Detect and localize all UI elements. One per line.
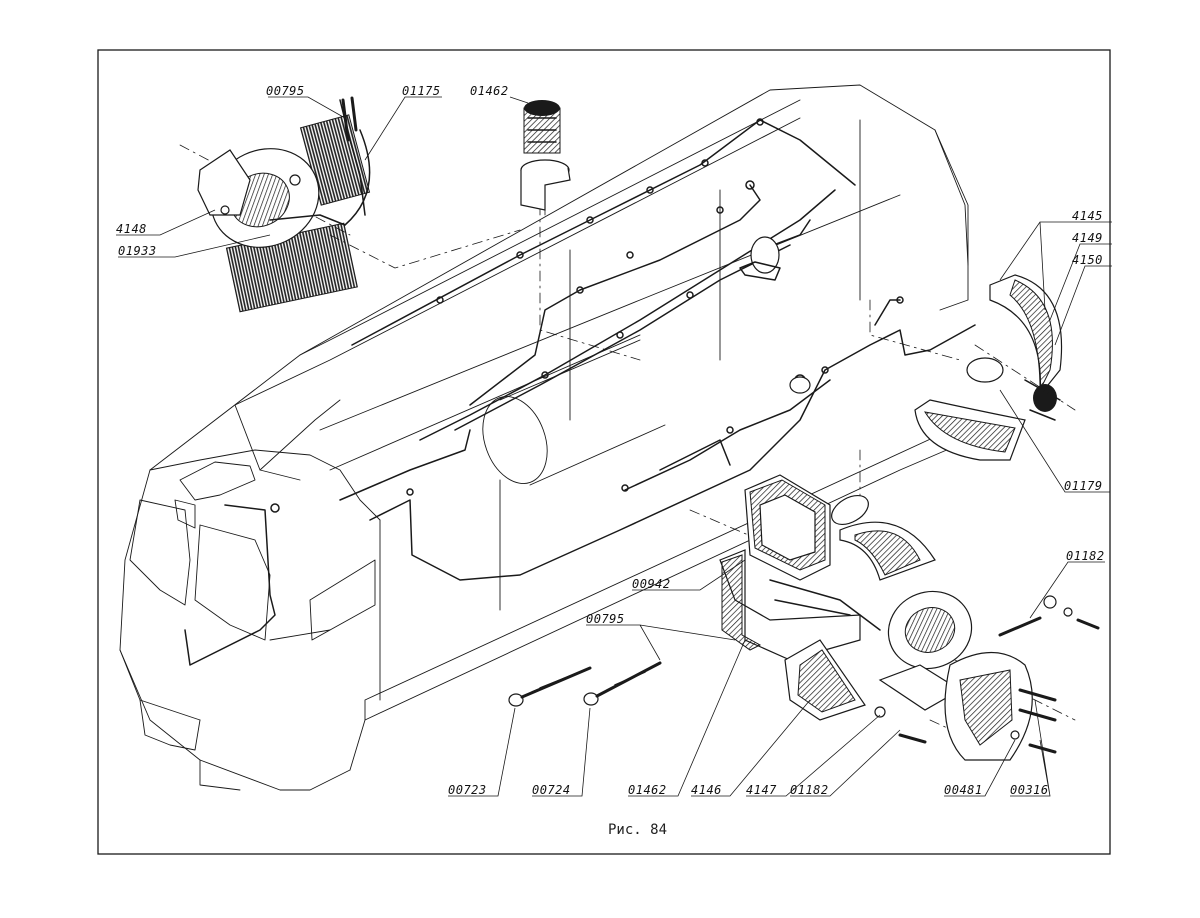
connector-assembly-top-left (197, 96, 371, 313)
frame-border (97, 49, 1111, 855)
part-label-4148: 4148 (116, 222, 147, 236)
part-label-00795: 00795 (266, 84, 305, 98)
part-label-01462-bottom: 01462 (628, 783, 667, 797)
eyelet-cables (508, 661, 662, 707)
part-label-00481: 00481 (944, 783, 983, 797)
figure-caption: Рис. 84 (608, 822, 668, 838)
part-label-4149: 4149 (1072, 231, 1103, 245)
part-label-00316: 00316 (1010, 783, 1049, 797)
part-label-4145: 4145 (1072, 209, 1103, 223)
part-label-01175: 01175 (402, 84, 441, 98)
part-label-4150: 4150 (1072, 253, 1103, 267)
part-label-01182: 01182 (1066, 549, 1105, 563)
part-label-4146: 4146 (691, 783, 722, 797)
lamp-fitting-01462-top (520, 100, 571, 211)
part-label-00724: 00724 (532, 783, 571, 797)
part-label-00723: 00723 (448, 783, 487, 797)
part-label-01462: 01462 (470, 84, 509, 98)
part-label-01933: 01933 (118, 244, 157, 258)
part-label-01179: 01179 (1064, 479, 1103, 493)
part-label-00795-mid: 00795 (586, 612, 625, 626)
part-label-00942: 00942 (632, 577, 671, 591)
pipe-junction-box (739, 236, 811, 394)
part-label-4147: 4147 (746, 783, 777, 797)
part-label-01182-bottom: 01182 (790, 783, 829, 797)
reflector-assembly-right (914, 274, 1063, 461)
leader-lines (116, 96, 1112, 797)
headlight-assembly-center (719, 474, 1033, 761)
